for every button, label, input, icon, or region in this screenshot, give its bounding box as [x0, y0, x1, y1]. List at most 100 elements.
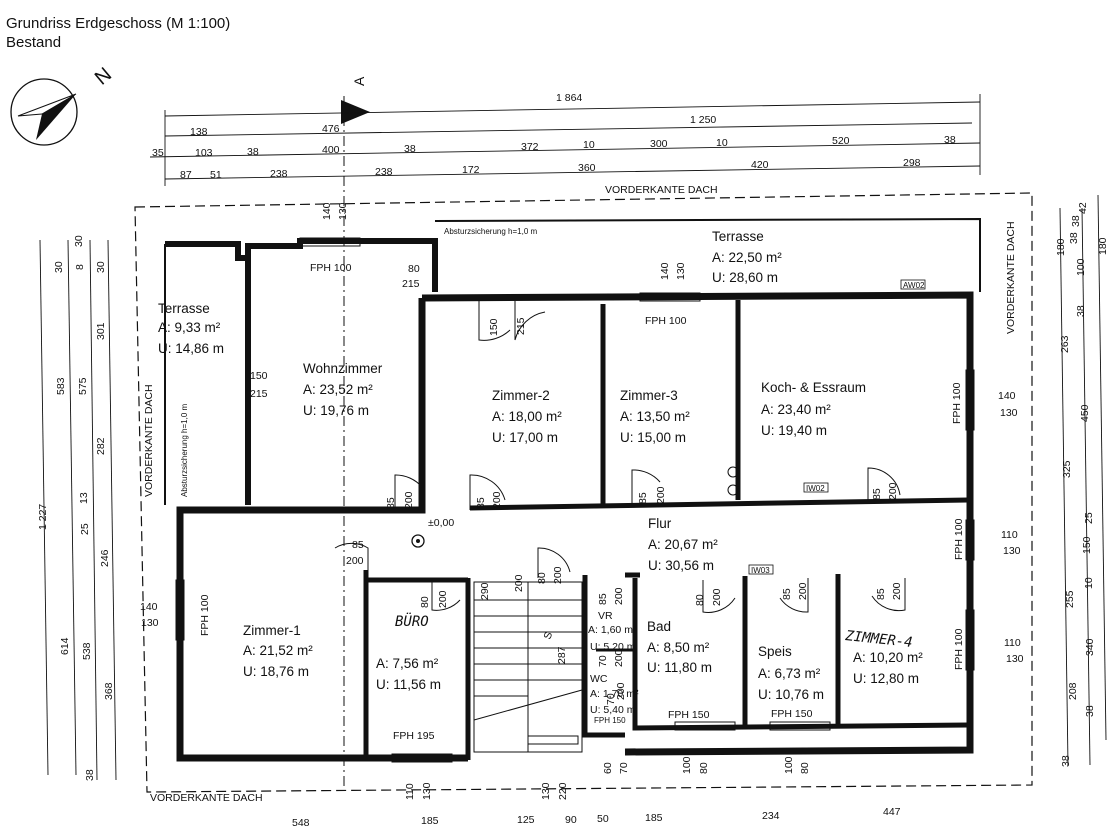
- svg-text:103: 103: [195, 147, 213, 159]
- room-area: A: 23,40 m²: [761, 402, 831, 417]
- roof-outline: [134, 192, 1033, 793]
- svg-text:85: 85: [875, 588, 887, 600]
- svg-text:325: 325: [1061, 460, 1073, 478]
- room-perimeter: U: 17,00 m: [492, 430, 558, 445]
- svg-text:51: 51: [210, 169, 222, 181]
- svg-text:215: 215: [515, 317, 527, 335]
- svg-text:575: 575: [77, 377, 89, 395]
- svg-text:238: 238: [270, 168, 288, 180]
- svg-text:70: 70: [618, 762, 630, 774]
- svg-text:200: 200: [711, 588, 723, 606]
- svg-text:8: 8: [74, 264, 86, 270]
- svg-text:360: 360: [578, 162, 596, 174]
- svg-text:287: 287: [556, 646, 568, 664]
- svg-text:70: 70: [597, 655, 609, 667]
- svg-text:400: 400: [322, 144, 340, 156]
- room-area: A: 1,60 m²: [588, 624, 637, 636]
- svg-text:200: 200: [655, 486, 667, 504]
- svg-text:80: 80: [698, 762, 710, 774]
- svg-text:FPH 100: FPH 100: [951, 382, 963, 424]
- svg-text:180: 180: [1055, 238, 1067, 256]
- window-tags: AW02 IW02 IW03: [748, 279, 926, 575]
- svg-text:290: 290: [479, 582, 491, 600]
- svg-text:38: 38: [1075, 305, 1087, 317]
- svg-text:85: 85: [385, 497, 397, 509]
- room-area: A: 10,20 m²: [853, 650, 923, 665]
- svg-text:520: 520: [832, 135, 850, 147]
- fall-protection-note: Absturzsicherung h=1,0 m: [444, 227, 537, 236]
- svg-text:255: 255: [1064, 590, 1076, 608]
- room-perimeter: U: 11,80 m: [647, 660, 712, 675]
- svg-text:208: 208: [1067, 682, 1079, 700]
- svg-text:238: 238: [375, 166, 393, 178]
- svg-text:340: 340: [1084, 638, 1096, 656]
- svg-text:38: 38: [944, 134, 956, 146]
- dimension-lines-side: [39, 194, 1107, 781]
- svg-text:10: 10: [583, 139, 595, 151]
- svg-text:185: 185: [645, 812, 663, 824]
- svg-text:100: 100: [783, 756, 795, 774]
- svg-text:130: 130: [141, 617, 159, 629]
- room-perimeter: U: 5,40 m: [590, 704, 636, 716]
- svg-text:FPH 100: FPH 100: [310, 262, 352, 274]
- room-area: A: 23,52 m²: [303, 382, 373, 397]
- room-name: Koch- & Essraum: [761, 380, 866, 395]
- svg-text:180: 180: [1097, 237, 1109, 255]
- svg-text:80: 80: [536, 572, 548, 584]
- svg-text:80: 80: [408, 263, 420, 275]
- svg-text:38: 38: [1060, 755, 1072, 767]
- svg-text:30: 30: [53, 261, 65, 273]
- svg-text:298: 298: [903, 157, 921, 169]
- svg-text:172: 172: [462, 164, 480, 176]
- svg-text:30: 30: [73, 235, 85, 247]
- roof-edge-label: VORDERKANTE DACH: [150, 792, 263, 804]
- room-perimeter: U: 12,80 m: [853, 671, 919, 686]
- svg-text:450: 450: [1079, 404, 1091, 422]
- svg-text:140: 140: [998, 390, 1016, 402]
- svg-text:301: 301: [95, 322, 107, 340]
- svg-text:447: 447: [883, 806, 901, 818]
- svg-text:130: 130: [675, 262, 687, 280]
- room-name: VR: [598, 610, 613, 622]
- svg-text:200: 200: [613, 649, 625, 667]
- svg-text:FPH 150: FPH 150: [594, 716, 626, 725]
- svg-text:150: 150: [488, 318, 500, 336]
- svg-text:FPH 100: FPH 100: [645, 315, 687, 327]
- svg-text:80: 80: [694, 594, 706, 606]
- svg-text:110: 110: [1004, 637, 1021, 649]
- room-area: A: 8,50 m²: [647, 640, 710, 655]
- svg-text:140: 140: [140, 601, 158, 613]
- svg-text:38: 38: [247, 146, 259, 158]
- dims-bottom: 548 185 125 90 50 185 234 447: [292, 806, 901, 829]
- svg-text:13: 13: [78, 492, 90, 504]
- svg-text:25: 25: [79, 523, 91, 535]
- svg-text:282: 282: [95, 437, 107, 455]
- svg-text:38: 38: [1070, 215, 1082, 227]
- section-label: A: [351, 76, 367, 86]
- svg-text:1 864: 1 864: [556, 92, 582, 104]
- room-perimeter: U: 18,76 m: [243, 664, 309, 679]
- roof-edge-label: VORDERKANTE DACH: [143, 384, 155, 497]
- svg-text:548: 548: [292, 817, 310, 829]
- svg-text:85: 85: [352, 539, 364, 551]
- svg-text:140: 140: [659, 262, 671, 280]
- svg-text:85: 85: [475, 497, 487, 509]
- room-perimeter: U: 28,60 m: [712, 270, 778, 285]
- room-name: Bad: [647, 619, 671, 634]
- room-name: Flur: [648, 516, 672, 531]
- svg-text:FPH 100: FPH 100: [199, 594, 211, 636]
- svg-text:70: 70: [605, 693, 617, 705]
- room-area: A: 21,52 m²: [243, 643, 313, 658]
- svg-text:200: 200: [613, 587, 625, 605]
- svg-text:372: 372: [521, 141, 539, 153]
- svg-text:200: 200: [437, 590, 449, 608]
- room-name: Speis: [758, 644, 792, 659]
- roof-edge-label: VORDERKANTE DACH: [605, 184, 718, 196]
- staircase: [473, 581, 583, 753]
- svg-text:IW02: IW02: [806, 484, 825, 493]
- svg-text:38: 38: [404, 143, 416, 155]
- svg-text:215: 215: [402, 278, 420, 290]
- dims-left: 1 227 583 614 30 575 13 25 538 38 8 30 3…: [37, 235, 115, 781]
- room-area: A: 22,50 m²: [712, 250, 782, 265]
- room-area: A: 13,50 m²: [620, 409, 690, 424]
